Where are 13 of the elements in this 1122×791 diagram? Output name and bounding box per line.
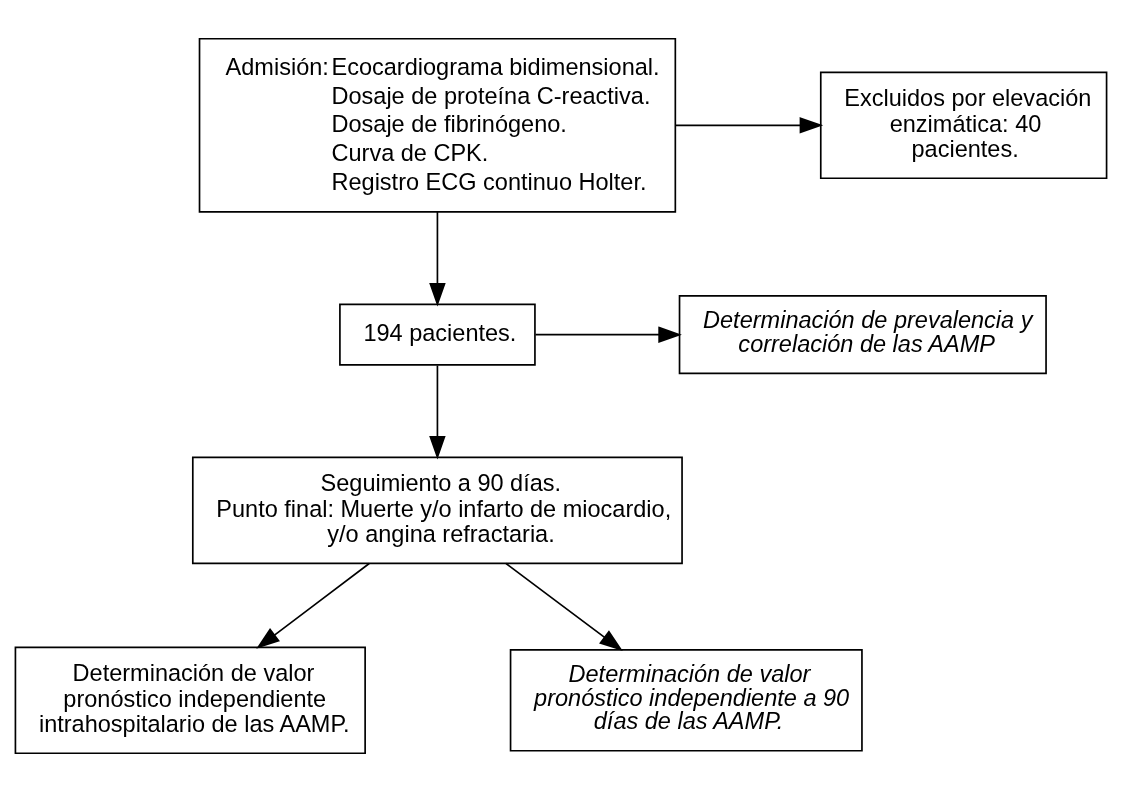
arrow <box>534 325 682 343</box>
node-box: Determinación de prevalencia y correlación de las AAMP <box>678 294 1047 374</box>
arrow <box>256 562 371 649</box>
arrow <box>674 116 824 134</box>
node-box: Determinación de valor pronóstico independiente intrahospitalario de las AAMP. <box>14 646 366 754</box>
node-box: Seguimiento a 90 días. Punto final: Muerte y/o infarto de miocardio, y/o angina refractaria. <box>191 456 683 564</box>
node-box: 194 pacientes. <box>339 303 536 366</box>
arrow <box>429 364 446 459</box>
node-box: Admisión:Ecocardiograma bidimensional. Dosaje de proteína C-reactiva. Dosaje de fibrinógeno. Curva de CPK. Registro ECG continuo Holter. <box>198 37 677 213</box>
arrow <box>505 562 623 651</box>
node-box: Determinación de valor pronóstico independiente a 90 días de las AAMP. <box>509 648 863 752</box>
node-box: Excluidos por elevación enzimática: 40 pacientes. <box>819 71 1108 179</box>
arrow <box>429 210 446 307</box>
